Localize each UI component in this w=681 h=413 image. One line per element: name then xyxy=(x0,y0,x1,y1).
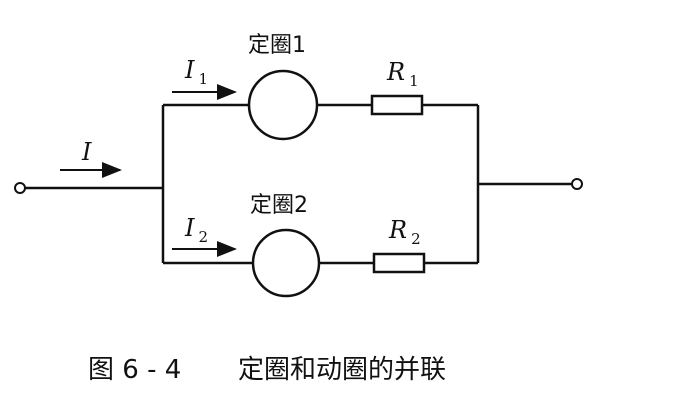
figure-caption: 图 6 - 4 定圈和动圈的并联 xyxy=(88,355,446,385)
resistor-bottom xyxy=(372,252,426,274)
resistor-top xyxy=(370,94,424,116)
current-branch1-subscript: 1 xyxy=(198,70,208,88)
current-main-symbol: I xyxy=(81,138,92,166)
coil-top xyxy=(247,69,319,141)
input-terminal xyxy=(14,182,26,194)
current-branch1-symbol: I xyxy=(184,56,195,84)
current-branch2-symbol: I xyxy=(184,214,195,242)
coil-top-label: 定圈1 xyxy=(248,33,306,58)
figure-title: 定圈和动圈的并联 xyxy=(238,355,446,385)
resistor-top-subscript: 1 xyxy=(409,72,419,90)
current-branch2-subscript: 2 xyxy=(198,228,208,246)
current-branch1-label: I 1 xyxy=(184,56,208,88)
figure-number: 图 6 - 4 xyxy=(88,355,181,385)
resistor-top-label: R 1 xyxy=(386,58,419,90)
resistor-bottom-subscript: 2 xyxy=(411,230,421,248)
coil-bottom xyxy=(251,228,321,298)
resistor-bottom-symbol: R xyxy=(388,216,407,244)
current-branch2-label: I 2 xyxy=(184,214,208,246)
current-main-label: I xyxy=(81,138,92,166)
resistor-bottom-label: R 2 xyxy=(388,216,421,248)
resistor-top-symbol: R xyxy=(386,58,405,86)
output-terminal xyxy=(571,178,583,190)
coil-bottom-label: 定圈2 xyxy=(250,193,308,218)
